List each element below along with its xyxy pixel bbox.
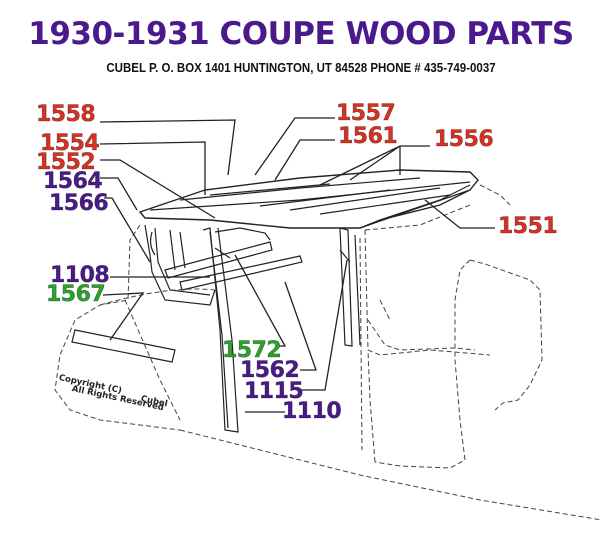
part-label-1557: 1557 bbox=[336, 101, 396, 126]
contact-info: CUBEL P. O. BOX 1401 HUNTINGTON, UT 8452… bbox=[106, 61, 496, 75]
page-title: 1930-1931 COUPE WOOD PARTS bbox=[28, 16, 574, 52]
part-label-1566: 1566 bbox=[49, 191, 109, 216]
part-label-1552: 1552 bbox=[36, 150, 96, 175]
part-label-1554: 1554 bbox=[40, 131, 100, 156]
part-label-1115: 1115 bbox=[244, 379, 304, 404]
part-label-1558: 1558 bbox=[36, 102, 96, 127]
part-label-1564: 1564 bbox=[43, 169, 103, 194]
part-label-1561: 1561 bbox=[338, 124, 398, 149]
part-label-1567: 1567 bbox=[46, 282, 106, 307]
part-label-1572: 1572 bbox=[222, 338, 282, 363]
part-label-1108: 1108 bbox=[50, 263, 110, 288]
part-label-1110: 1110 bbox=[282, 399, 342, 424]
part-label-1556: 1556 bbox=[434, 127, 494, 152]
part-label-1562: 1562 bbox=[240, 358, 300, 383]
part-label-1551: 1551 bbox=[498, 214, 558, 239]
